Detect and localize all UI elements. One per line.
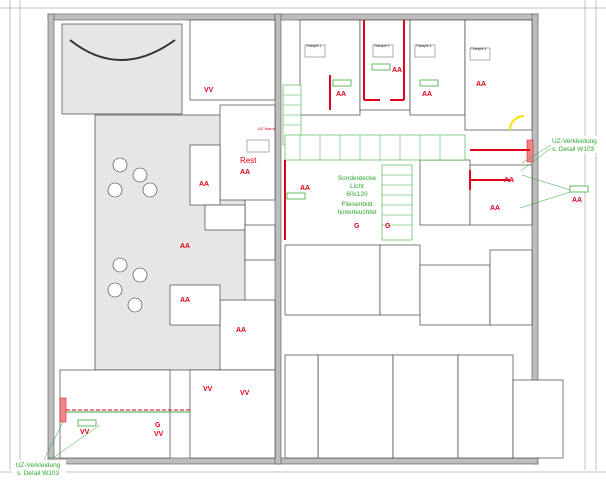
marker-g: G bbox=[354, 223, 360, 230]
marker-aa: AA bbox=[490, 205, 500, 212]
ceiling-annotation-line: 60x120 bbox=[346, 191, 368, 198]
marker-vv: VV bbox=[240, 390, 250, 397]
marker-aa: AA bbox=[236, 327, 246, 334]
marker-aa: AA bbox=[572, 197, 582, 204]
right-rooms bbox=[284, 19, 564, 459]
yellow-door-highlight bbox=[509, 115, 525, 131]
room-label-rest: Rest bbox=[240, 156, 257, 165]
uz-annotation-line: UZ-Verkleidung bbox=[552, 138, 597, 145]
marker-vv: VV bbox=[203, 386, 213, 393]
marker-aa: AA bbox=[180, 297, 190, 304]
ceiling-annotation: Sonderdecke Licht 60x120 Fliesenbild hin… bbox=[337, 175, 376, 216]
reception-desk bbox=[69, 39, 176, 61]
room-label-therapy3: Therapie 3 bbox=[416, 44, 431, 48]
marker-aa: AA bbox=[300, 185, 310, 192]
uz-annotation-line: UZ-Verkleidung bbox=[16, 462, 61, 469]
stair-treads bbox=[283, 94, 441, 226]
uz-wand-label: UZ Wand bbox=[258, 126, 275, 131]
marker-aa: AA bbox=[240, 169, 250, 176]
green-hatch-markers bbox=[77, 63, 589, 427]
uz-annotation-line: s. Detail W103 bbox=[552, 146, 595, 153]
marker-vv: VV bbox=[204, 87, 214, 94]
room-label-therapy2: Therapie 2 bbox=[374, 44, 389, 48]
seating bbox=[107, 157, 158, 313]
left-rooms bbox=[59, 19, 276, 459]
marker-vv: VV bbox=[154, 431, 164, 438]
marker-vv: VV bbox=[80, 429, 90, 436]
marker-aa: AA bbox=[336, 91, 346, 98]
marker-aa: AA bbox=[504, 177, 514, 184]
tile-annotation-line: hinterleuchtet bbox=[337, 209, 376, 216]
room-label-therapy4: Therapie 4 bbox=[471, 47, 486, 51]
marker-aa: AA bbox=[422, 91, 432, 98]
red-new-walls bbox=[59, 20, 534, 423]
ceiling-annotation-line: Licht bbox=[350, 183, 364, 190]
room-tags bbox=[246, 44, 491, 153]
marker-g: G bbox=[385, 223, 391, 230]
marker-g: G bbox=[155, 422, 161, 429]
uz-cladding-annotation-right: UZ-Verkleidung s. Detail W103 bbox=[519, 136, 604, 209]
uz-cladding-annotation-left: UZ-Verkleidung s. Detail W103 bbox=[12, 421, 101, 477]
uz-annotation-line: s. Detail W103 bbox=[17, 470, 60, 477]
marker-aa: AA bbox=[392, 67, 402, 74]
room-label-therapy1: Therapie 1 bbox=[306, 44, 321, 48]
tile-annotation-line: Fliesenbild bbox=[341, 201, 372, 208]
marker-aa: AA bbox=[199, 181, 209, 188]
marker-aa: AA bbox=[476, 81, 486, 88]
exterior-walls bbox=[47, 13, 539, 465]
reception-area bbox=[61, 23, 183, 115]
ceiling-annotation-line: Sonderdecke bbox=[338, 175, 377, 182]
marker-aa: AA bbox=[180, 243, 190, 250]
